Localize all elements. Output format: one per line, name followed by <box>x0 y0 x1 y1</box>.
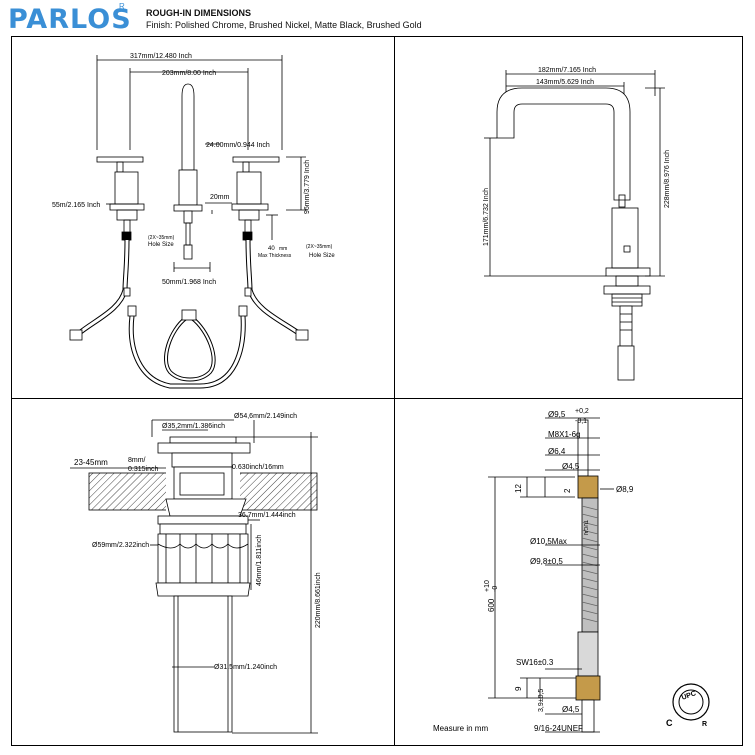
dim-thread-len-inch: 0.315inch <box>128 466 158 473</box>
brand-logo: PARLOS <box>8 4 132 35</box>
dim-9: 9 <box>514 686 523 691</box>
dim-gap: 20mm <box>210 194 230 201</box>
hole-spec-left: (2X~35mm) <box>148 235 175 241</box>
header: PARLOS R ROUGH-IN DIMENSIONS Finish: Pol… <box>0 0 755 36</box>
dim-2: 2 <box>563 488 572 493</box>
dim-reach-total: 182mm/7.165 Inch <box>538 67 596 74</box>
dim-body-dia: Ø59mm/2.322inch <box>92 542 149 549</box>
dia-4-5-bot: Ø4,5 <box>562 705 580 714</box>
thread-top: M8X1-6g <box>548 430 580 439</box>
dim-tail-width: 50mm/1.968 Inch <box>162 279 216 286</box>
dim-gap-label: 0.630inch/16mm <box>232 464 284 471</box>
dim-body-height: 46mm/1.811inch <box>256 535 263 586</box>
dim-height-total: 228mm/8.976 Inch <box>664 150 671 208</box>
front-view-drawing: 317mm/12.480 Inch 203mm/8.00 Inch 24.00m… <box>52 53 335 389</box>
dim-thread-len: 8mm/ <box>128 457 146 464</box>
hose-length: 600 <box>487 598 496 612</box>
dia-top-tol-minus: -0,1 <box>575 418 587 425</box>
hole-spec-right: (2X~35mm) <box>306 244 333 250</box>
dia-6-4: Ø6,4 <box>548 447 566 456</box>
dim-handle-height: 96mm/3.779 Inch <box>304 160 311 214</box>
dia-4-5-top: Ø4,5 <box>562 462 580 471</box>
cert-c: C <box>666 718 673 728</box>
finish-list: Finish: Polished Chrome, Brushed Nickel,… <box>146 20 422 30</box>
side-view-drawing: 182mm/7.165 Inch 143mm/5.629 Inch 228mm/… <box>483 67 671 381</box>
dim-tail-dia: Ø31.5mm/1.240inch <box>214 664 277 671</box>
max-thickness-label: Max Thickness <box>258 253 292 259</box>
hose-brand-top: TUCAI <box>582 520 588 535</box>
thickness-unit: mm <box>279 246 287 252</box>
hose-length-tol-minus: -0 <box>492 586 499 592</box>
cert-upc: UPC <box>681 690 697 702</box>
dim-3-9: 3,9±0,5 <box>538 689 545 712</box>
thread-bottom: 9/16-24UNEF <box>534 724 583 733</box>
hole-size-right: Hole Size <box>309 253 335 259</box>
dim-nut-dia: 36.7mm/1.444inch <box>238 512 296 519</box>
dim-overall-width: 317mm/12.480 Inch <box>130 53 192 60</box>
hole-size-left: Hole Size <box>148 242 174 248</box>
dim-12: 12 <box>514 484 523 493</box>
dia-10-5: Ø10,5Max <box>530 537 567 546</box>
measure-note: Measure in mm <box>433 724 488 733</box>
page-title: ROUGH-IN DIMENSIONS <box>146 8 252 18</box>
dim-reach-spout: 143mm/5.629 Inch <box>536 79 594 86</box>
dia-9-8: Ø9,8±0,5 <box>530 557 563 566</box>
drain-view-drawing: Ø54,6mm/2.149inch Ø35,2mm/1.386inch 23-4… <box>70 413 322 734</box>
dim-counter-range: 23-45mm <box>74 458 108 467</box>
dia-8-9: Ø8,9 <box>616 485 634 494</box>
dim-handle-dia: 55m/2.165 Inch <box>52 202 100 209</box>
dim-spout-height: 171mm/6.732 Inch <box>483 188 490 246</box>
sw-label: SW16±0.3 <box>516 658 554 667</box>
dim-center-spread: 203mm/8.00 Inch <box>162 70 216 77</box>
dia-top-tol-plus: +0,2 <box>575 408 589 415</box>
dia-top: Ø9,5 <box>548 410 566 419</box>
dim-flange-dia: Ø54,6mm/2.149inch <box>234 413 297 420</box>
dim-spout-dia: 24.00mm/0.944 Inch <box>206 142 270 149</box>
hose-view-drawing: Ø9,5 +0,2 -0,1 M8X1-6g Ø6,4 Ø4,5 12 2 Ø8… <box>433 408 710 733</box>
cert-r: R <box>702 721 707 728</box>
dim-total-length: 220mm/8.661inch <box>315 572 322 628</box>
hose-length-tol-plus: +10 <box>484 580 491 592</box>
thickness-value: 40 <box>268 246 275 252</box>
dim-cap-dia: Ø35,2mm/1.386inch <box>162 423 225 430</box>
registered-mark: R <box>119 2 125 11</box>
